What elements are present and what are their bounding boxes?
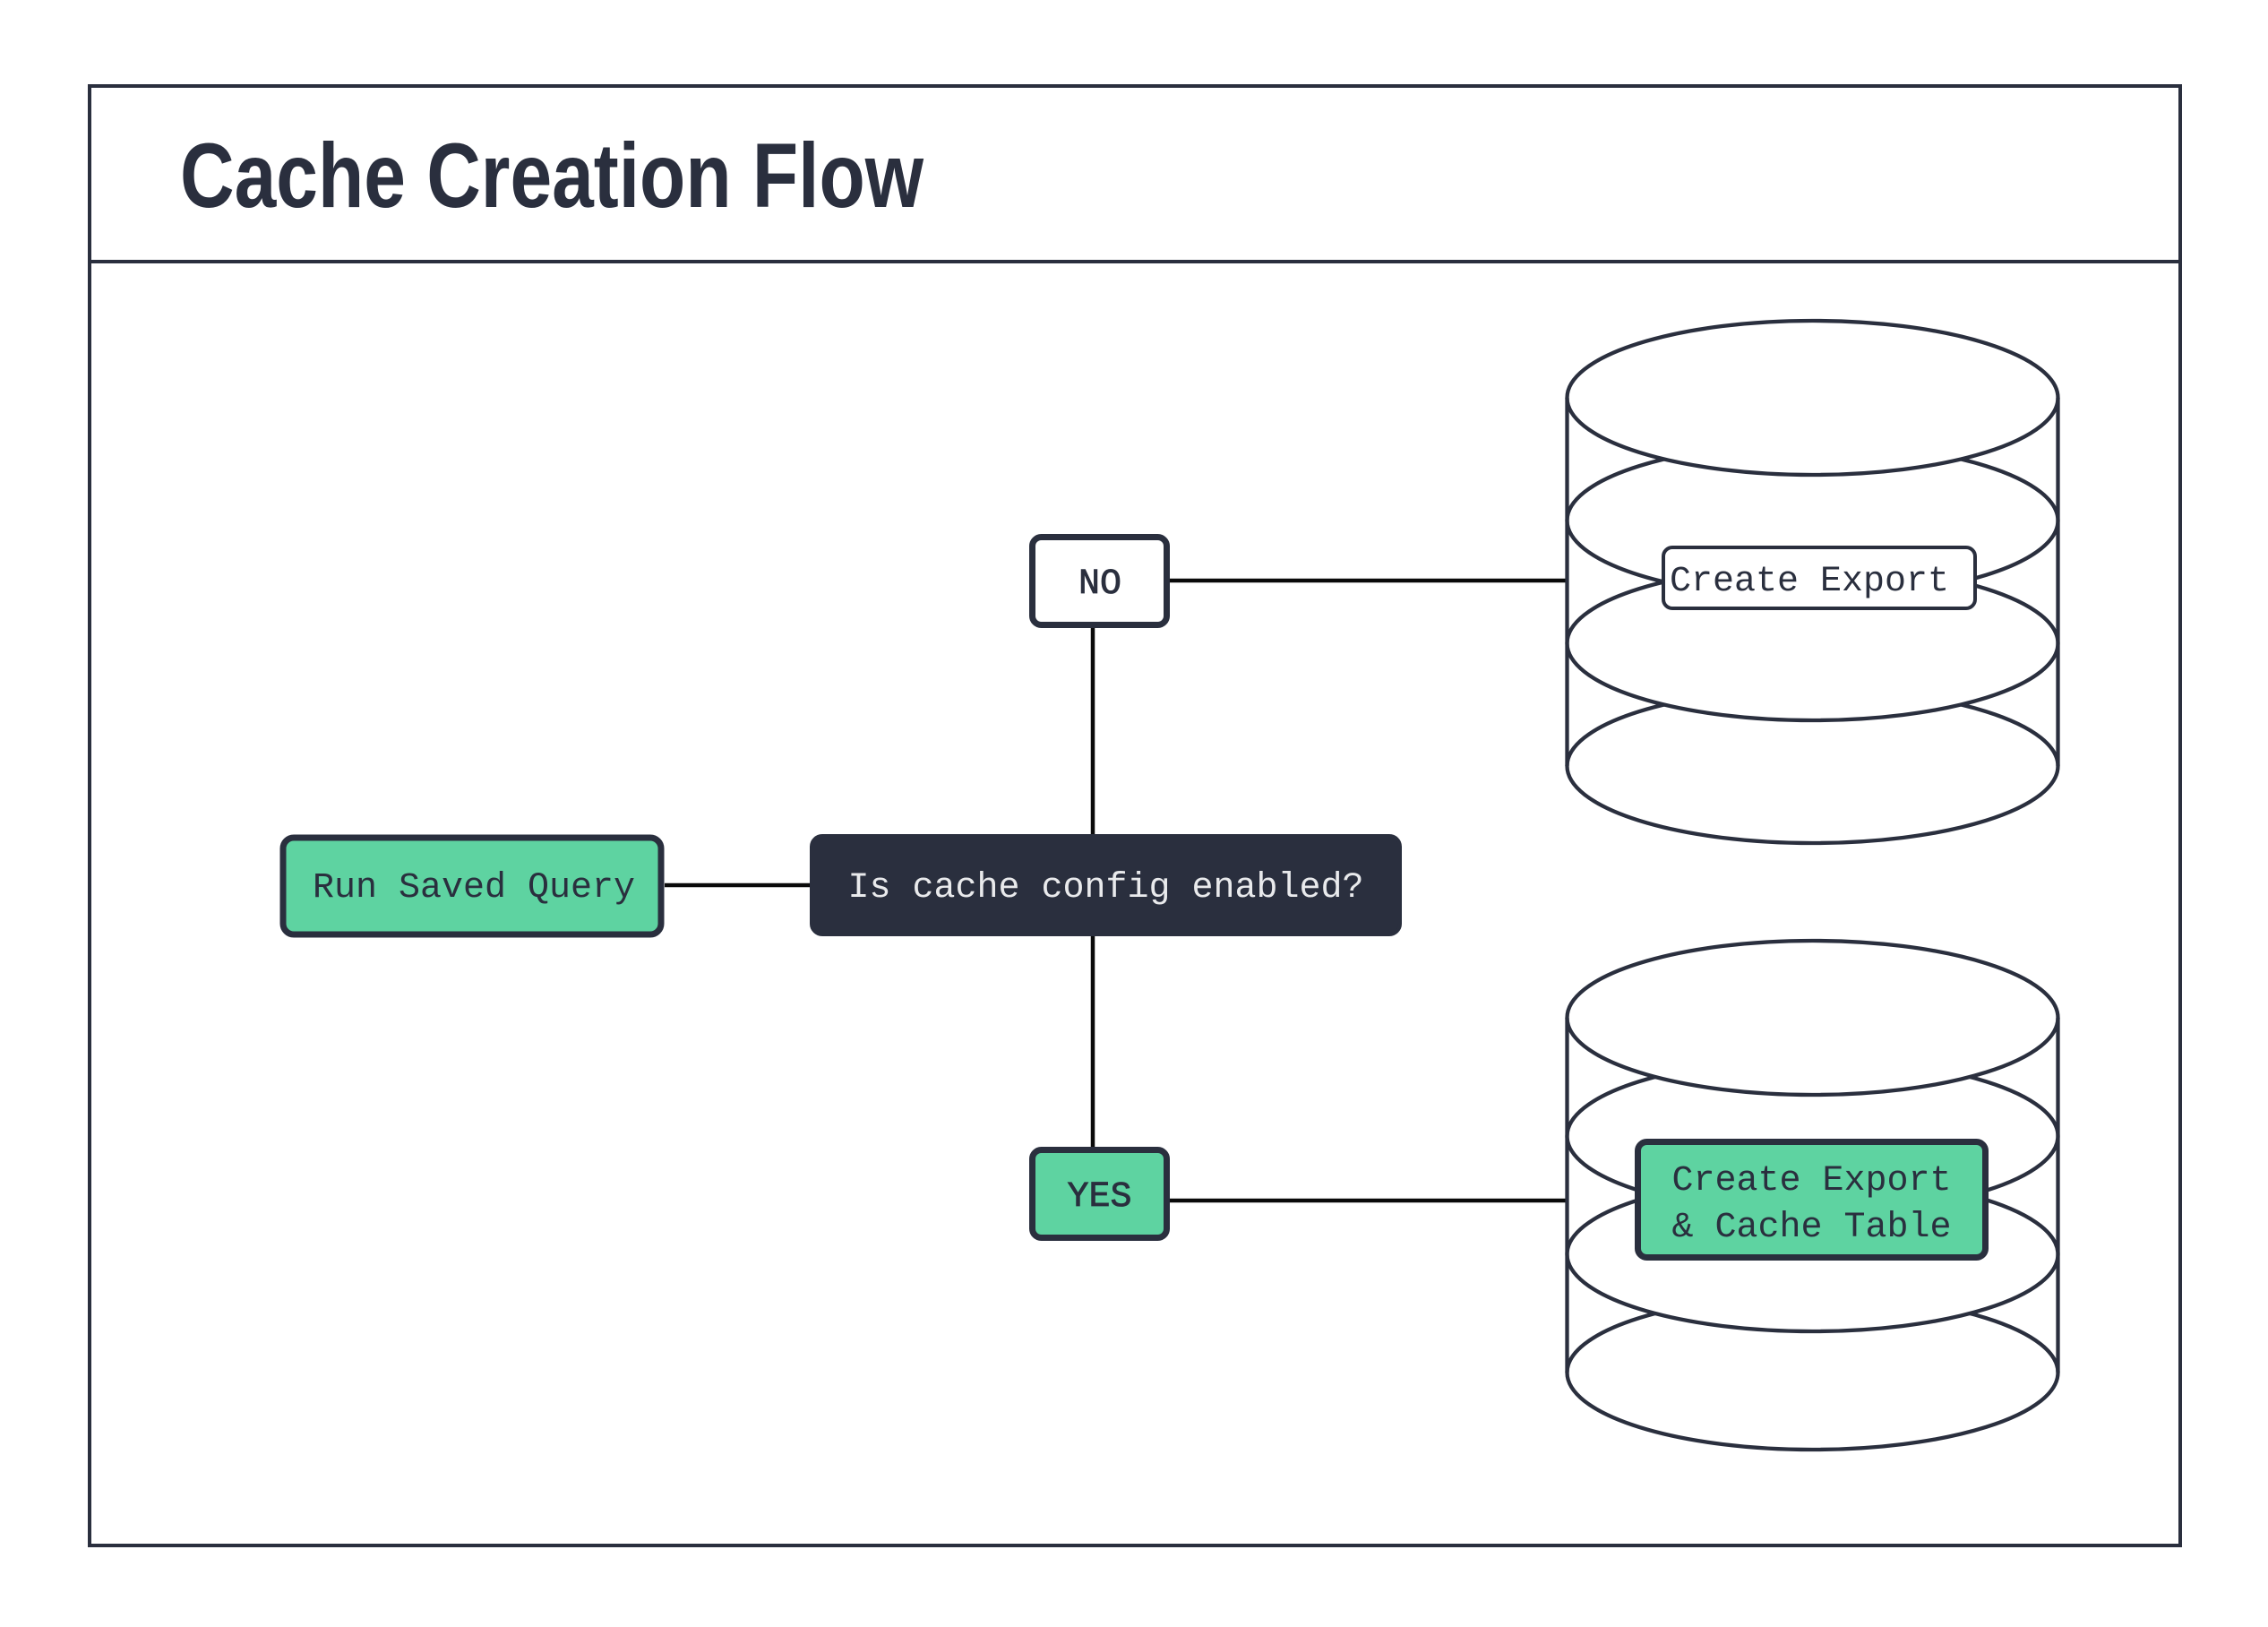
svg-text:YES: YES <box>1067 1177 1131 1218</box>
svg-text:Cache Creation Flow: Cache Creation Flow <box>180 125 924 227</box>
svg-text:Create Export: Create Export <box>1671 1161 1951 1201</box>
svg-text:Run Saved Query: Run Saved Query <box>313 868 635 908</box>
svg-text:Create Export: Create Export <box>1670 562 1949 602</box>
svg-text:& Cache Table: & Cache Table <box>1671 1208 1951 1248</box>
svg-text:Is cache config enabled?: Is cache config enabled? <box>847 868 1363 908</box>
svg-text:NO: NO <box>1078 564 1121 605</box>
